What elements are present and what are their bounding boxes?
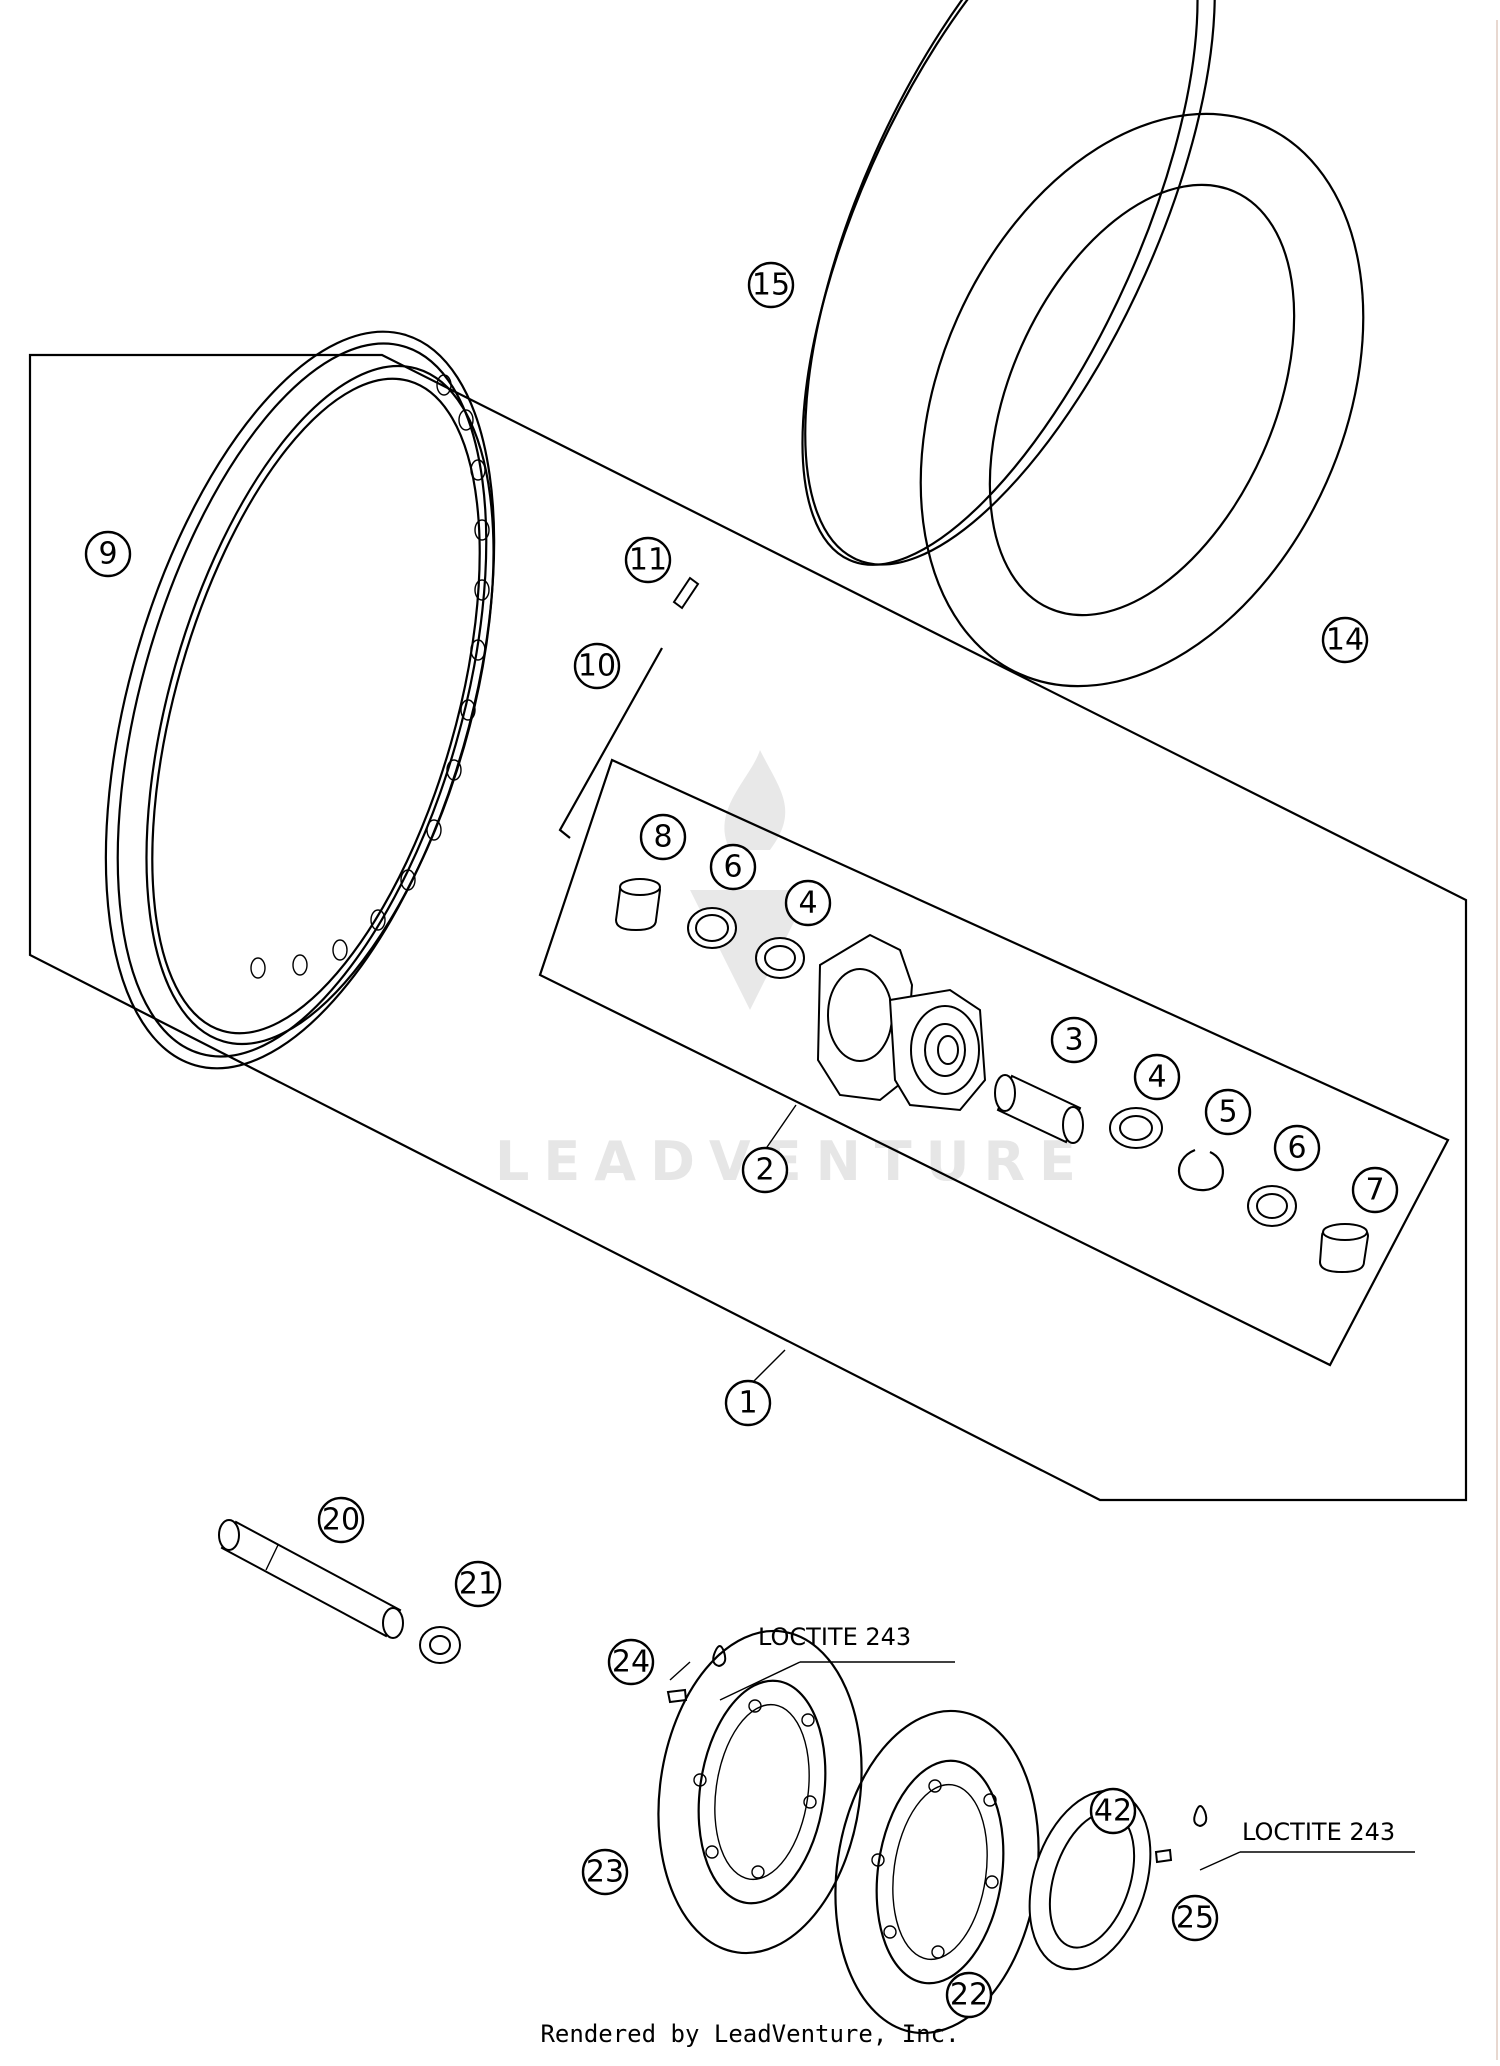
- svg-text:3: 3: [1064, 1023, 1083, 1058]
- callout-14: 14: [1321, 616, 1369, 664]
- wheel-assembly-outline: [28, 353, 1468, 1502]
- svg-text:7: 7: [1365, 1173, 1384, 1208]
- callout-8: 8: [639, 813, 687, 861]
- svg-text:11: 11: [629, 543, 667, 578]
- callout-21: 21: [454, 1560, 502, 1608]
- brake-disc-22: [834, 1709, 1040, 2035]
- callout-3: 3: [1050, 1016, 1098, 1064]
- dust-seal-6-right: [1247, 1185, 1297, 1227]
- svg-text:42: 42: [1094, 1794, 1132, 1829]
- spoke: [558, 647, 663, 839]
- axle: [218, 1519, 404, 1639]
- bearing-4-left: [755, 937, 805, 979]
- hub-assembly-outline: [538, 758, 1450, 1367]
- seal-ring-7: [1318, 1223, 1370, 1274]
- rim-band: [801, 0, 1216, 566]
- loctite-note-2: LOCTITE 243: [1242, 1818, 1395, 1846]
- svg-text:21: 21: [459, 1567, 497, 1602]
- callout-6-left: 6: [709, 843, 757, 891]
- wheel-hub: [816, 933, 987, 1112]
- callout-11: 11: [624, 536, 672, 584]
- footer-credit: Rendered by LeadVenture, Inc.: [540, 2020, 960, 2048]
- callout-4-left: 4: [784, 879, 832, 927]
- svg-text:9: 9: [98, 537, 117, 572]
- callout-22: 22: [945, 1971, 993, 2019]
- inner-tube: [919, 112, 1365, 688]
- svg-text:1: 1: [738, 1386, 757, 1421]
- callout-24: 24: [607, 1638, 655, 1686]
- callout-5: 5: [1204, 1088, 1252, 1136]
- rim: [104, 330, 496, 1070]
- svg-text:5: 5: [1218, 1095, 1237, 1130]
- svg-text:10: 10: [578, 649, 616, 684]
- loctite-note-1: LOCTITE 243: [758, 1623, 911, 1651]
- svg-text:14: 14: [1326, 623, 1364, 658]
- svg-text:23: 23: [586, 1855, 624, 1890]
- svg-text:4: 4: [1147, 1060, 1166, 1095]
- leader-lines: [669, 1104, 1415, 1871]
- callout-20: 20: [317, 1496, 365, 1544]
- svg-text:24: 24: [612, 1645, 650, 1680]
- watermark-text: LEADVENTURE: [495, 1130, 1090, 1193]
- spacer-sleeve: [994, 1074, 1084, 1144]
- abs-sensor-ring: [1028, 1789, 1152, 1971]
- svg-text:8: 8: [653, 820, 672, 855]
- callout-6-right: 6: [1273, 1124, 1321, 1172]
- svg-text:2: 2: [755, 1153, 774, 1188]
- axle-nut: [419, 1626, 461, 1664]
- callout-25: 25: [1171, 1894, 1219, 1942]
- callout-42: 42: [1089, 1787, 1137, 1835]
- callout-7: 7: [1351, 1166, 1399, 1214]
- svg-text:15: 15: [752, 268, 790, 303]
- callout-23: 23: [581, 1848, 629, 1896]
- svg-text:20: 20: [322, 1503, 360, 1538]
- callout-15: 15: [747, 261, 795, 309]
- spoke-nipple: [672, 576, 700, 610]
- bearing-4-right: [1109, 1107, 1163, 1149]
- circlip: [1177, 1148, 1224, 1192]
- svg-text:4: 4: [798, 886, 817, 921]
- callout-1: 1: [724, 1379, 772, 1427]
- seal-ring-8: [614, 878, 662, 932]
- callout-9: 9: [84, 530, 132, 578]
- dust-seal-6-left: [687, 907, 737, 949]
- svg-text:25: 25: [1176, 1901, 1214, 1936]
- bolt-25: [1154, 1805, 1208, 1864]
- callout-10: 10: [573, 642, 621, 690]
- svg-text:6: 6: [1287, 1131, 1306, 1166]
- callout-2: 2: [741, 1146, 789, 1194]
- brake-disc-23: [657, 1629, 863, 1955]
- page-edge-line: [1496, 20, 1498, 2060]
- svg-text:22: 22: [950, 1978, 988, 2013]
- svg-text:6: 6: [723, 850, 742, 885]
- callout-4-right: 4: [1133, 1053, 1181, 1101]
